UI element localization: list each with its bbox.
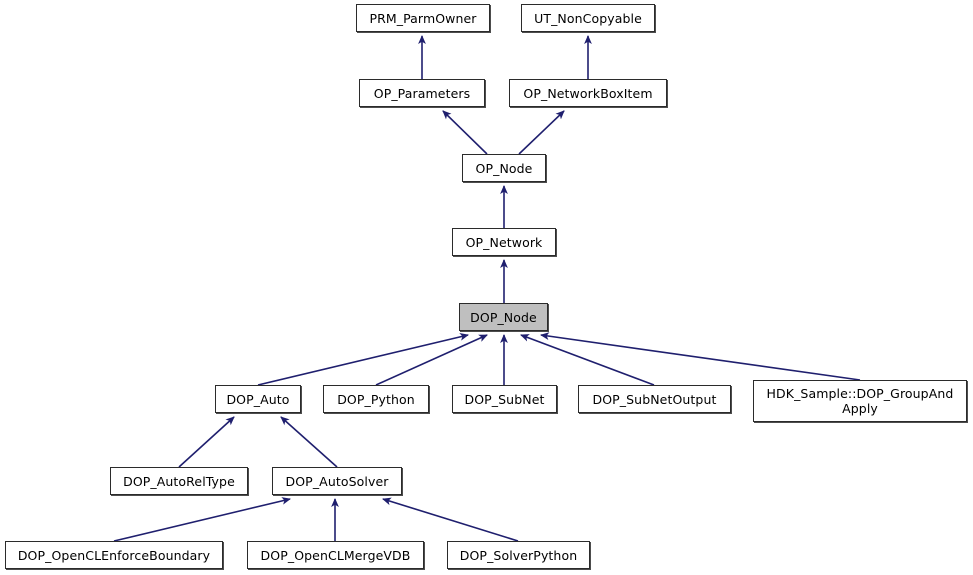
edge-dop_autoreltype-to-dop_auto — [178, 416, 235, 468]
class-node-dop_python[interactable]: DOP_Python — [323, 385, 429, 413]
class-node-label: OP_NetworkBoxItem — [523, 85, 653, 101]
class-node-prm_parmowner[interactable]: PRM_ParmOwner — [356, 4, 490, 32]
class-node-ut_noncopyable[interactable]: UT_NonCopyable — [521, 4, 655, 32]
edge-dop_python-to-dop_node — [375, 334, 488, 386]
edge-dop_openclenforceboundary-to-dop_autosolver — [113, 497, 291, 542]
class-node-dop_openclmergevdb[interactable]: DOP_OpenCLMergeVDB — [247, 541, 424, 569]
class-node-label: HDK_Sample::DOP_GroupAnd Apply — [766, 386, 954, 416]
class-node-label: PRM_ParmOwner — [369, 10, 477, 26]
class-node-label: DOP_Auto — [226, 391, 290, 407]
class-node-label: DOP_SolverPython — [459, 547, 578, 563]
class-node-dop_node[interactable]: DOP_Node — [459, 303, 548, 331]
class-node-label: DOP_SubNet — [464, 391, 545, 407]
class-node-dop_solverpython[interactable]: DOP_SolverPython — [447, 541, 590, 569]
class-node-label: OP_Node — [475, 160, 533, 176]
class-node-label: DOP_Python — [337, 391, 415, 407]
class-node-label: UT_NonCopyable — [534, 10, 642, 26]
class-node-dop_autosolver[interactable]: DOP_AutoSolver — [272, 467, 402, 495]
class-node-label: DOP_Node — [470, 309, 537, 325]
class-node-label: DOP_AutoRelType — [123, 473, 235, 489]
edge-op_node-to-op_parameters — [442, 110, 488, 155]
class-node-label: OP_Network — [465, 234, 543, 250]
class-node-op_parameters[interactable]: OP_Parameters — [359, 79, 485, 107]
edge-dop_autosolver-to-dop_auto — [280, 416, 338, 468]
edge-hdk_groupandapply-to-dop_node — [540, 332, 861, 381]
class-node-dop_auto[interactable]: DOP_Auto — [215, 385, 301, 413]
class-node-dop_autoreltype[interactable]: DOP_AutoRelType — [110, 467, 248, 495]
class-node-label: DOP_AutoSolver — [285, 473, 389, 489]
edge-dop_auto-to-dop_node — [257, 333, 469, 386]
class-node-op_node[interactable]: OP_Node — [462, 154, 546, 182]
class-node-label: DOP_OpenCLEnforceBoundary — [17, 547, 211, 563]
class-node-label: DOP_OpenCLMergeVDB — [260, 547, 411, 563]
edge-op_node-to-op_networkboxitem — [518, 110, 565, 155]
class-node-dop_subnet[interactable]: DOP_SubNet — [452, 385, 557, 413]
edge-dop_subnetoutput-to-dop_node — [520, 334, 655, 386]
class-node-dop_openclenforceboundary[interactable]: DOP_OpenCLEnforceBoundary — [5, 541, 223, 569]
class-node-dop_subnetoutput[interactable]: DOP_SubNetOutput — [578, 385, 731, 413]
class-node-label: DOP_SubNetOutput — [592, 391, 717, 407]
class-node-op_network[interactable]: OP_Network — [452, 228, 556, 256]
class-node-hdk_groupandapply[interactable]: HDK_Sample::DOP_GroupAnd Apply — [753, 380, 967, 422]
inheritance-edges — [113, 35, 861, 542]
edge-dop_solverpython-to-dop_autosolver — [382, 497, 519, 542]
class-node-label: OP_Parameters — [373, 85, 471, 101]
class-node-op_networkboxitem[interactable]: OP_NetworkBoxItem — [509, 79, 667, 107]
